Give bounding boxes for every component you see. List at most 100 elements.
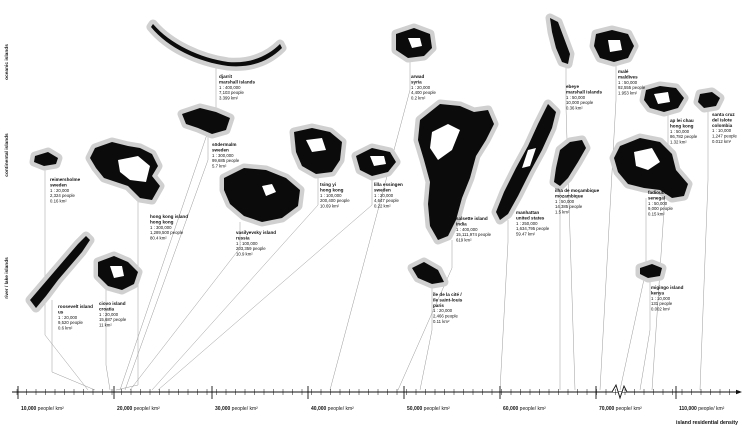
island-scale: 1 : 100,000: [236, 241, 258, 246]
island-scale: 1 : 50,000: [566, 95, 586, 100]
axis-tick-label: 10,000 people/ km²: [21, 406, 64, 412]
island-people: 14,385 people: [555, 204, 583, 209]
island-name1: ebeye: [566, 84, 579, 89]
island-name2: marshall islands: [219, 79, 255, 84]
island-shapes: [25, 13, 725, 313]
island-scale: 1 : 300,000: [212, 153, 234, 158]
island-area: 10.9 km²: [236, 252, 253, 257]
island-people: 131 people: [651, 301, 673, 306]
leader-lines: [44, 58, 709, 391]
island-open-space: [370, 156, 386, 166]
island-open-space: [608, 40, 622, 52]
island-name1: ap lei chau: [670, 118, 694, 123]
island-shape-reimersholme: [34, 152, 58, 166]
leader-line-ciovo: [105, 290, 111, 391]
island-name1: migingo island: [651, 285, 684, 290]
island-scale: 1 : 50,000: [648, 201, 668, 206]
leader-line-sodermalm: [124, 134, 209, 391]
island-open-space: [634, 148, 660, 170]
island-name1: södermalm: [212, 142, 237, 147]
leader-line-reimersholme: [44, 168, 89, 391]
island-area: 1.5 km²: [555, 210, 570, 215]
leader-line-salsette: [397, 240, 453, 391]
island-name1: tsing yi: [320, 182, 336, 187]
island-scale: 1 : 20,000: [50, 188, 70, 193]
leader-line-male: [599, 62, 617, 391]
island-name2: india: [456, 221, 467, 226]
island-shape-iledelacite: [412, 262, 444, 284]
island-shape-ebeye: [550, 18, 570, 64]
island-area: 11 km²: [99, 323, 112, 328]
island-name1: reimersholme: [50, 177, 81, 182]
leader-line-manhattan: [499, 220, 509, 391]
island-name1: hong kong island: [150, 214, 188, 219]
island-open-space: [118, 156, 150, 182]
island-shape-vasilyevsky: [224, 168, 300, 222]
island-area: 0.36 km²: [566, 106, 583, 111]
island-name2: mozambique: [555, 193, 584, 198]
leader-line-tsingyi: [151, 174, 319, 391]
island-scale: 1 : 20,000: [433, 308, 453, 313]
island-name1: manhattan: [516, 210, 539, 215]
island-people: 9,520 people: [58, 320, 83, 325]
island-scale: 1 : 50,000: [618, 80, 638, 85]
island-shape-mozambique: [554, 140, 586, 186]
axis-tick-label: 20,000 people/ km²: [117, 406, 160, 412]
island-name1: île de la cité /: [432, 292, 462, 297]
island-name1: salsette island: [456, 216, 488, 221]
island-area: 0.16 km²: [50, 199, 67, 204]
island-area: 0.012 km²: [712, 139, 732, 144]
island-name2: hong kong: [320, 187, 344, 192]
island-people: 7,103 people: [219, 90, 244, 95]
island-shape-roosevelt: [30, 236, 90, 308]
island-scale: 1 : 250,000: [516, 221, 538, 226]
island-shape-djarrit: [151, 24, 282, 67]
leader-line-iledelacite: [419, 284, 433, 391]
island-name2: sweden: [374, 187, 391, 192]
leader-line-migingo: [639, 278, 651, 391]
island-people: 10,000 people: [566, 100, 594, 105]
island-area: 0.11 km²: [433, 319, 450, 324]
island-people: 15,687 people: [99, 317, 127, 322]
axis-break-icon: [611, 383, 628, 400]
island-people: 1,289,500 people: [150, 230, 184, 235]
island-name1: lilla essingen: [374, 182, 403, 187]
island-name1: roosevelt island: [58, 304, 93, 309]
island-name2: del islote: [712, 117, 732, 122]
axis-arrow-icon: [736, 389, 742, 395]
island-scale: 1 : 300,000: [150, 225, 172, 230]
island-open-space: [408, 38, 422, 48]
island-scale: 1 : 50,000: [555, 199, 575, 204]
leader-line-santacruz: [699, 108, 709, 391]
axis-tick-label: 60,000 people/ km²: [503, 406, 546, 412]
island-scale: 1 : 20,000: [99, 312, 119, 317]
axis-tick-label: 40,000 people/ km²: [311, 406, 354, 412]
island-people: 1,634,795 people: [516, 226, 550, 231]
island-name2: kenya: [651, 290, 664, 295]
island-name2: syria: [411, 79, 422, 84]
island-name2: hong kong: [670, 123, 694, 128]
island-open-space: [306, 138, 326, 152]
island-name1: ilha de moçambique: [555, 188, 600, 193]
island-name2: us: [58, 309, 64, 314]
island-name2: russia: [236, 235, 250, 240]
island-area: 1.953 km²: [618, 91, 638, 96]
island-people: 1,247 people: [712, 134, 737, 139]
island-scale: 1 : 400,000: [456, 227, 478, 232]
island-people: 99,685 people: [212, 158, 240, 163]
island-name2: sweden: [50, 182, 67, 187]
island-people: 203,359 people: [236, 246, 266, 251]
category-label-continental: continental islands: [4, 133, 10, 177]
